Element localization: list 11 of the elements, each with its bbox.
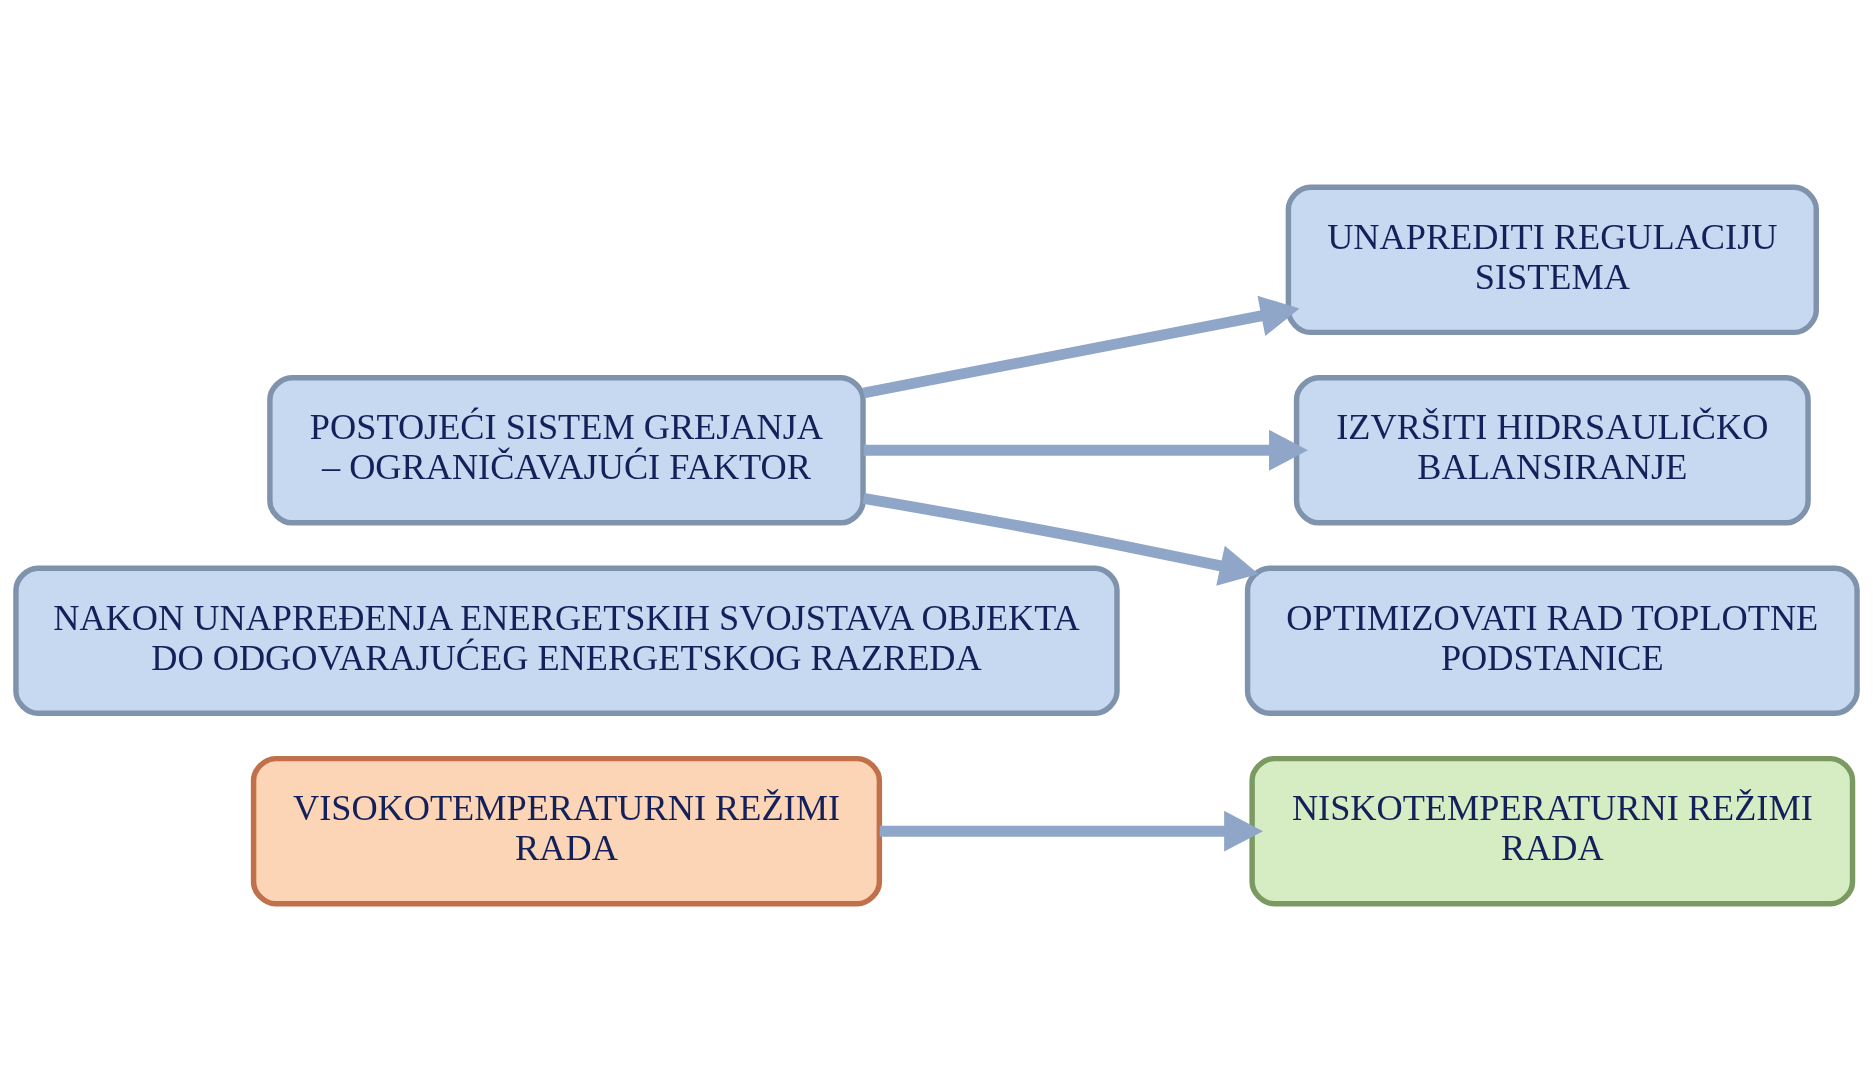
arrow [862, 295, 1300, 398]
node-box: NAKON UNAPREĐENJA ENERGETSKIH SVOJSTAVA OBJEKTA DO ODGOVARAJUĆEG ENERGETSKOG RAZREDA [13, 564, 1120, 716]
node-box: OPTIMIZOVATI RAD TOPLOTNE PODSTANICE [1244, 564, 1860, 716]
node-box: VISOKOTEMPERATURNI REŽIMI RADA [250, 755, 883, 906]
arrow [879, 810, 1264, 852]
arrow [863, 429, 1308, 471]
node-box: NISKOTEMPERATURNI REŽIMI RADA [1249, 755, 1856, 906]
node-box: POSTOJEĆI SISTEM GREJANJA – OGRANIČAVAJUĆI FAKTOR [267, 374, 866, 526]
node-box: UNAPREDITI REGULACIJU SISTEMA [1285, 184, 1819, 335]
node-box: IZVRŠITI HIDRSAULIČKO BALANSIRANJE [1293, 374, 1811, 526]
arrow [862, 492, 1259, 586]
